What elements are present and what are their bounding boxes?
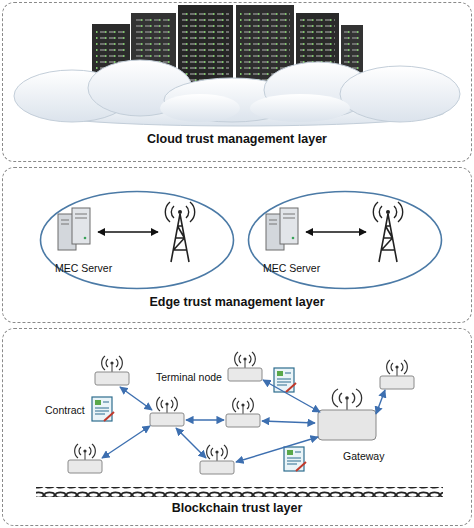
- layer-panel: Edge trust management layer MEC Server MEC…: [2, 167, 472, 323]
- mec-ellipse: MEC Server: [39, 190, 235, 290]
- layer-panel: Blockchain trust layer: [2, 328, 472, 526]
- mec-ellipse: MEC Server: [247, 190, 443, 290]
- clouds: [14, 60, 460, 126]
- part-label: Terminal node: [156, 371, 222, 383]
- layer-panel: Cloud trust management layer: [2, 2, 472, 162]
- layer-title: Blockchain trust layer: [3, 501, 471, 515]
- part-label: Gateway: [343, 450, 384, 462]
- terminal-nodes: [68, 352, 414, 474]
- server-label: MEC Server: [263, 262, 320, 274]
- layer-title: Edge trust management layer: [3, 295, 471, 309]
- server-label: MEC Server: [55, 262, 112, 274]
- ellipse-outline: [39, 190, 235, 290]
- gateway-device: [318, 389, 376, 440]
- part-label: Contract: [45, 404, 85, 416]
- layer-title: Cloud trust management layer: [3, 132, 471, 146]
- ellipse-outline: [247, 190, 443, 290]
- link-arrows: [102, 380, 385, 462]
- blockchain-chain: [36, 487, 443, 497]
- contract-icons: [92, 368, 306, 471]
